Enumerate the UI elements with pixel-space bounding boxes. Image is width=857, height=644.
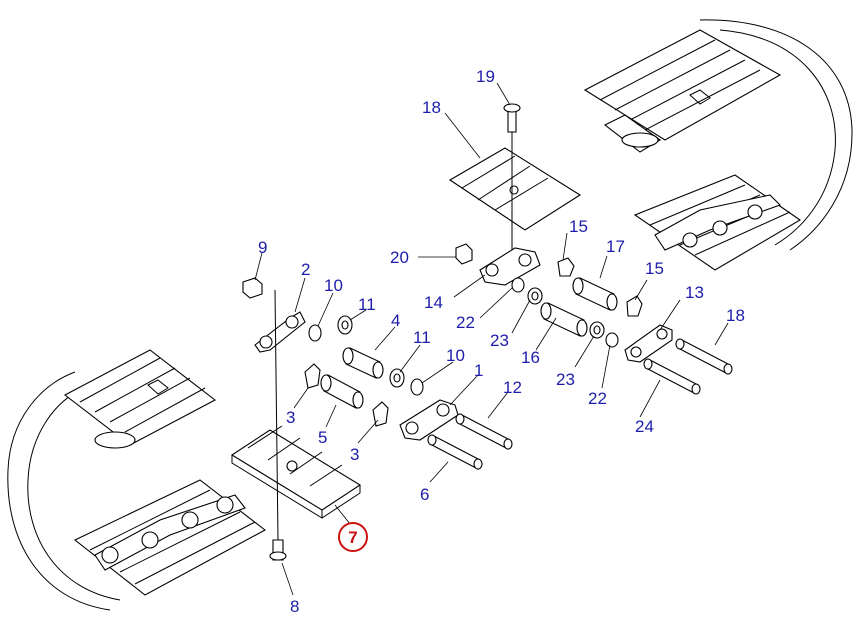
part-label-11: 11	[413, 328, 431, 347]
link-13	[624, 324, 673, 363]
part-label-18: 18	[726, 306, 745, 325]
leader-lines	[254, 82, 729, 596]
part-label-8: 8	[290, 597, 299, 616]
part-labels: 19 18 20 14 15 17 15 13 18 24 22 23 16 2…	[258, 67, 745, 616]
bushings-and-pins	[320, 277, 733, 470]
track-chain-upper-right	[583, 19, 853, 271]
track-shoe-lower	[230, 289, 362, 561]
seals-and-washers	[304, 257, 643, 427]
highlight-circle	[338, 522, 368, 552]
part-label-20: 19	[476, 67, 495, 86]
track-chain-lower-left	[7, 349, 267, 611]
link-1	[399, 399, 459, 441]
part-label-24: 24	[635, 417, 654, 436]
part-label-21: 20	[390, 248, 409, 267]
part-label-19: 18	[422, 98, 441, 117]
part-label-15: 15	[569, 217, 588, 236]
highlighted-part-label: 7	[348, 528, 357, 547]
part-label-16: 16	[521, 348, 540, 367]
part-label-22: 22	[456, 313, 475, 332]
part-label-4: 4	[391, 311, 400, 330]
part-label-10: 10	[324, 276, 343, 295]
part-label-11: 11	[358, 295, 376, 314]
part-label-6: 6	[420, 485, 429, 504]
part-label-17: 17	[606, 237, 625, 256]
part-label-22: 22	[588, 389, 607, 408]
part-label-23: 23	[556, 370, 575, 389]
part-label-2: 2	[301, 260, 310, 279]
part-label-13: 13	[685, 283, 704, 302]
part-label-9: 9	[258, 238, 267, 257]
part-label-1: 1	[474, 361, 483, 380]
track-shoe-upper	[448, 103, 582, 255]
part-label-15: 15	[645, 259, 664, 278]
part-label-12: 12	[503, 378, 522, 397]
part-label-3: 3	[350, 445, 359, 464]
part-label-5: 5	[318, 428, 327, 447]
part-label-14: 14	[424, 293, 443, 312]
link-2	[242, 277, 306, 353]
highlighted-part-callout[interactable]: 7	[338, 522, 368, 552]
part-label-23: 23	[490, 331, 509, 350]
link-assembly-top	[455, 243, 541, 286]
part-label-3: 3	[286, 408, 295, 427]
part-label-10: 10	[446, 346, 465, 365]
